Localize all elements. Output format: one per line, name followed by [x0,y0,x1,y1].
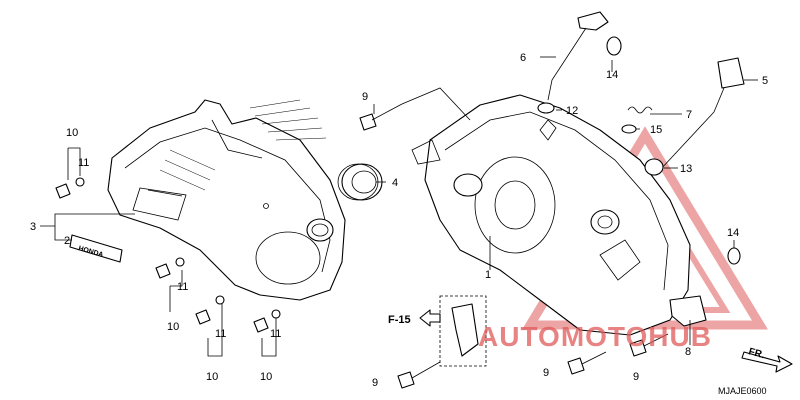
callout-4: 4 [392,177,398,189]
callout-11-a: 11 [78,157,89,169]
left-crankcase-cover [107,99,346,301]
spring [627,106,653,114]
washer-15 [621,124,637,134]
callout-9-right: 9 [633,371,639,383]
callout-8: 8 [685,346,691,358]
o-ring-13 [644,158,664,176]
reference-label: F-15 [388,314,411,326]
callout-11-c: 11 [215,328,226,340]
callout-11-b: 11 [177,281,188,293]
wing-hatching [159,99,327,191]
washer-12 [537,102,555,114]
callout-7: 7 [686,109,692,121]
reference-arrow [419,309,441,327]
right-crankcase-cover [411,94,691,336]
callout-14-right: 14 [727,227,739,239]
callout-9-left: 9 [372,377,378,389]
watermark-brand: AUTOMOTOHUB [478,321,712,352]
callout-12: 12 [566,105,578,117]
callout-6: 6 [520,52,526,64]
callout-10-c: 10 [206,371,218,383]
bolts [55,103,669,389]
reference-box [439,295,487,367]
front-direction-arrow: FR. [741,346,793,373]
callout-5: 5 [762,75,768,87]
dowel-pin-14 [727,247,741,265]
front-label: FR. [747,346,766,361]
callout-10-b: 10 [167,321,179,333]
shift-rod [547,11,622,101]
callout-15: 15 [650,124,662,136]
callout-2: 2 [64,235,70,247]
callout-1: 1 [485,269,491,281]
diagram-code: MJAJE0600 [718,386,767,396]
honda-emblem: HONDA [69,234,123,263]
callout-11-d: 11 [270,328,281,340]
callout-3: 3 [30,221,36,233]
oil-filler-cap [659,57,745,171]
callout-9-mid: 9 [543,367,549,379]
bracket [669,295,707,327]
callout-13: 13 [680,163,692,175]
callout-9-top: 9 [362,91,368,103]
leader-lines [40,56,758,357]
oil-seal [337,163,383,201]
callout-14-top: 14 [606,69,618,81]
callout-10-d: 10 [260,371,272,383]
callout-10-a: 10 [66,127,78,139]
